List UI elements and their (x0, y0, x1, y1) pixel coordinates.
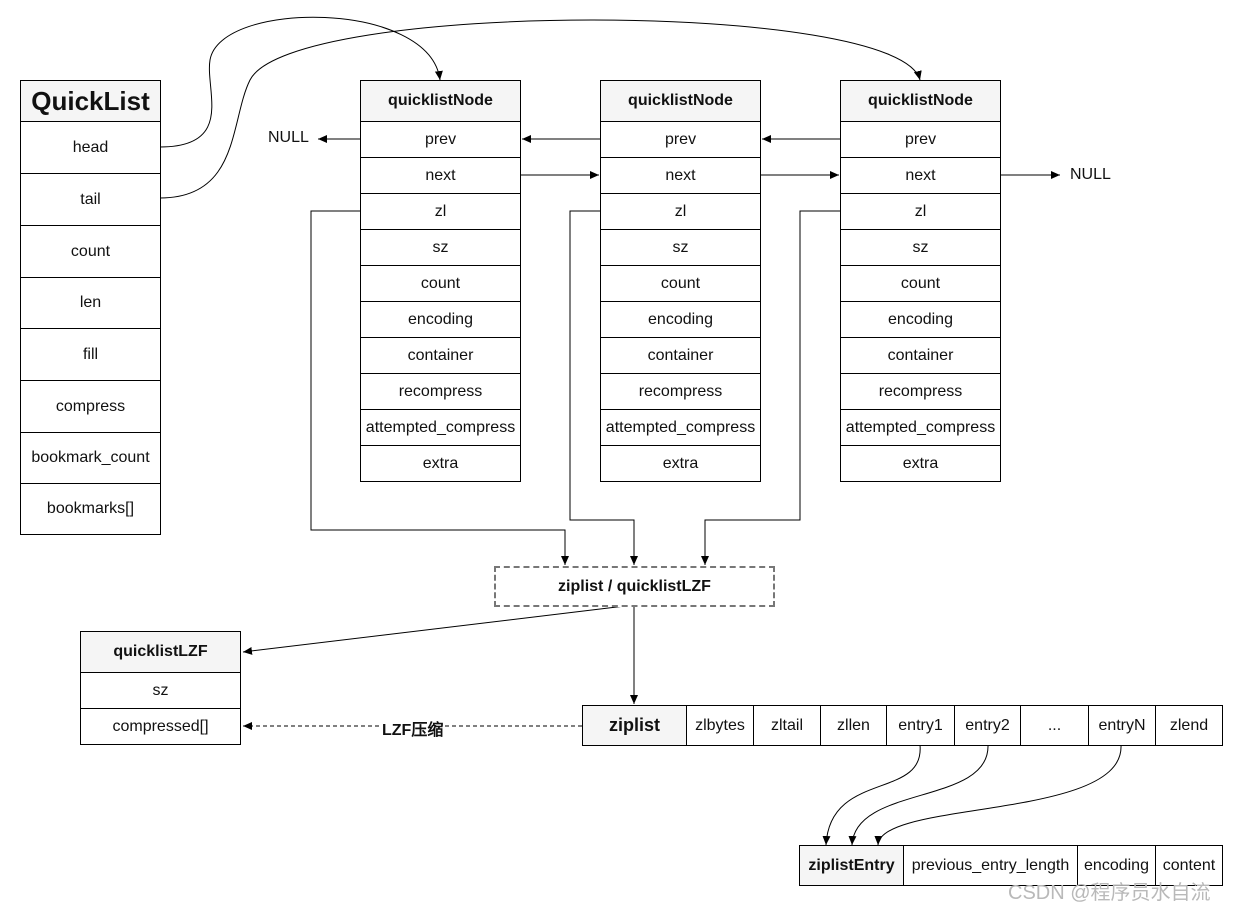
null-label-right: NULL (1070, 166, 1111, 183)
ziplist-entry-field-encoding: encoding (1077, 845, 1156, 886)
node-field-count: count (840, 265, 1001, 302)
node-field-encoding: encoding (360, 301, 521, 338)
node-field-sz: sz (360, 229, 521, 266)
node-field-encoding: encoding (600, 301, 761, 338)
ziplist-field-entry2: entry2 (954, 705, 1021, 746)
quicklist-field-bookmark-count: bookmark_count (20, 432, 161, 484)
node-field-recompress: recompress (840, 373, 1001, 410)
node-field-extra: extra (600, 445, 761, 482)
node-field-sz: sz (600, 229, 761, 266)
node-field-prev: prev (840, 121, 1001, 158)
node-field-zl: zl (600, 193, 761, 230)
entryN-arrow (874, 744, 1122, 846)
quicklist-field-compress: compress (20, 380, 161, 433)
ziplist-field-zllen: zllen (820, 705, 887, 746)
node-field-extra: extra (840, 445, 1001, 482)
node-field-attempted-compress: attempted_compress (840, 409, 1001, 446)
entry2-arrow (848, 744, 989, 846)
quicklist-field-head: head (20, 121, 161, 174)
ziplist-or-lzf-label: ziplist / quicklistLZF (558, 577, 711, 595)
head-pointer-arrow (159, 16, 443, 148)
node-field-encoding: encoding (840, 301, 1001, 338)
quicklist-field-fill: fill (20, 328, 161, 381)
quicklistlzf-field-compressed: compressed[] (80, 708, 241, 745)
watermark-text: CSDN @程序员水自流 (1008, 882, 1211, 904)
node-field-recompress: recompress (360, 373, 521, 410)
ziplist-entry-field-previous-entry-length: previous_entry_length (903, 845, 1078, 886)
quicklist-field-count: count (20, 225, 161, 278)
node-field-container: container (840, 337, 1001, 374)
node2-zl-arrow (569, 210, 638, 565)
null-label-left: NULL (268, 129, 309, 146)
ziplist-entry-title: ziplistEntry (799, 845, 904, 886)
node-field-next: next (360, 157, 521, 194)
node-field-zl: zl (360, 193, 521, 230)
quicklist-field-tail: tail (20, 173, 161, 226)
node1-zl-arrow (310, 210, 569, 565)
ziplist-field-zltail: zltail (753, 705, 821, 746)
quicklist-field-len: len (20, 277, 161, 329)
node-field-extra: extra (360, 445, 521, 482)
node-field-attempted-compress: attempted_compress (600, 409, 761, 446)
node-field-recompress: recompress (600, 373, 761, 410)
lzf-compress-label: LZF压缩 (380, 716, 446, 740)
quicklist-field-bookmarks: bookmarks[] (20, 483, 161, 535)
node-field-prev: prev (600, 121, 761, 158)
node-field-container: container (360, 337, 521, 374)
node-field-sz: sz (840, 229, 1001, 266)
ziplist-or-lzf-box: ziplist / quicklistLZF (494, 566, 775, 607)
node-field-container: container (600, 337, 761, 374)
node-title: quicklistNode (840, 80, 1001, 122)
node-title: quicklistNode (600, 80, 761, 122)
node-field-zl: zl (840, 193, 1001, 230)
tail-pointer-arrow (159, 19, 922, 199)
ziplist-field-ellipsis: ... (1020, 705, 1089, 746)
quicklistlzf-title: quicklistLZF (80, 631, 241, 673)
ziplist-field-zlbytes: zlbytes (686, 705, 754, 746)
node-field-count: count (600, 265, 761, 302)
ziplist-field-zlend: zlend (1155, 705, 1223, 746)
quicklistlzf-field-sz: sz (80, 672, 241, 709)
node-field-prev: prev (360, 121, 521, 158)
ziplist-title: ziplist (582, 705, 687, 746)
node-field-next: next (840, 157, 1001, 194)
ziplist-field-entry1: entry1 (886, 705, 955, 746)
to-quicklistlzf-arrow (242, 605, 626, 655)
node-title: quicklistNode (360, 80, 521, 122)
quicklist-title: QuickList (20, 80, 161, 122)
ziplist-field-entryN: entryN (1088, 705, 1156, 746)
node-field-attempted-compress: attempted_compress (360, 409, 521, 446)
node3-zl-arrow (701, 210, 840, 565)
node-field-count: count (360, 265, 521, 302)
entry1-arrow (822, 744, 921, 846)
node-field-next: next (600, 157, 761, 194)
ziplist-entry-field-content: content (1155, 845, 1223, 886)
